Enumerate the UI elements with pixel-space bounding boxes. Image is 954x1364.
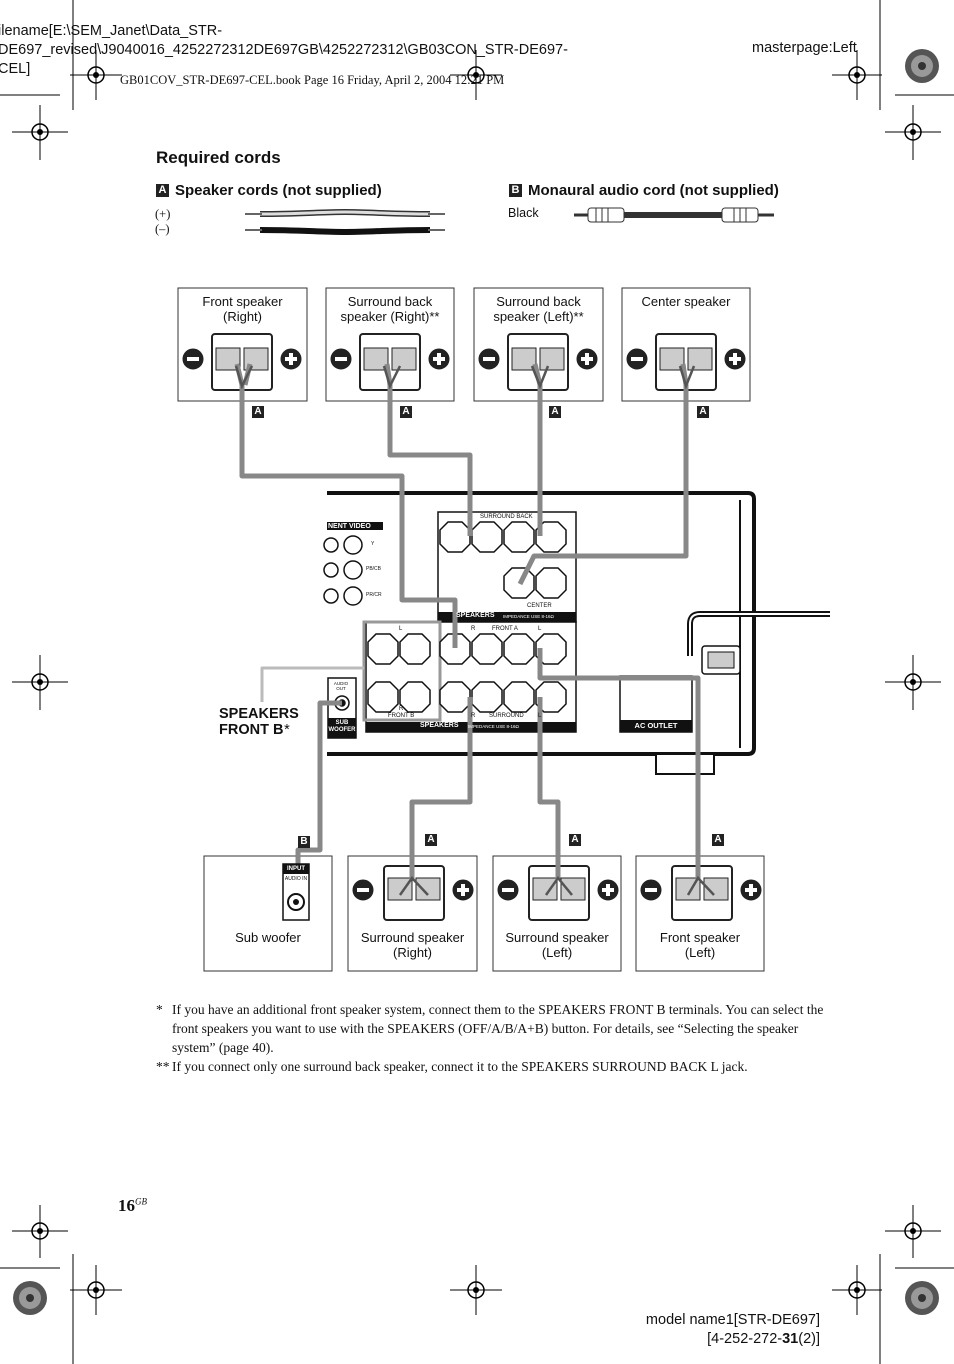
footnote-2: ** If you connect only one surround back… <box>156 1057 836 1077</box>
footnote-1-text: If you have an additional front speaker … <box>172 1002 824 1055</box>
cord-marker-letter: A <box>699 406 707 417</box>
wire-forks <box>234 365 715 896</box>
label-line: Surround speaker <box>360 930 465 945</box>
cord-marker-letter: A <box>427 834 435 845</box>
label-line: Front speaker <box>659 930 741 945</box>
header-masterpage: masterpage:Left <box>752 40 857 56</box>
speaker-box-sub-woofer <box>203 855 333 972</box>
impedance-label-bottom: IMPEDANCE USE 8-16Ω <box>468 724 519 729</box>
label-line: Surround speaker <box>505 930 609 945</box>
sub-woofer-input <box>282 863 310 921</box>
cord-marker-letter: A <box>714 834 722 845</box>
footnote-1-mark: * <box>156 1002 163 1017</box>
label-line: (Right) <box>392 945 432 960</box>
input-label: INPUT <box>287 866 305 872</box>
cord-marker-letter: A <box>551 406 559 417</box>
label-line: Surround back <box>347 294 433 309</box>
front-b-label: FRONT B <box>388 713 415 719</box>
label-line: (Left) <box>541 945 573 960</box>
label-line: Front speaker <box>202 294 283 309</box>
cord-a-label: Speaker cords (not supplied) <box>175 182 382 199</box>
model-line-2: [4-252-272-31(2)] <box>646 1330 820 1349</box>
speaker-label-front-left: Front speaker(Left) <box>636 930 764 960</box>
model-code-bold: 31 <box>782 1331 799 1347</box>
audio-in-label: AUDIO IN <box>284 876 308 882</box>
surround-back-label: SURROUND BACK <box>480 514 533 520</box>
speakers-label-bottom: SPEAKERS <box>420 722 459 729</box>
cord-a-heading: A Speaker cords (not supplied) <box>156 182 382 200</box>
center-label: CENTER <box>527 603 552 609</box>
section-title: Required cords <box>156 148 281 167</box>
surround-label: SURROUND <box>489 713 524 719</box>
model-line-1: model name1[STR-DE697] <box>645 1312 820 1328</box>
speaker-label-sub-woofer: Sub woofer <box>204 930 332 945</box>
label-line: (Right) <box>222 309 262 324</box>
component-video-label: NENT VIDEO <box>328 523 371 530</box>
model-code-post: (2)] <box>798 1331 820 1347</box>
speaker-terminals <box>182 333 762 921</box>
front-b-line-2: FRONT B* <box>219 722 290 738</box>
cord-a-minus: (–) <box>155 222 170 236</box>
ac-outlet-label: AC OUTLET <box>634 721 678 730</box>
front-a-l-label: L <box>538 626 542 632</box>
audio-out-label: AUDIO OUT <box>333 681 349 691</box>
front-a-r-label: R <box>471 626 476 632</box>
cord-a-plus: (+) <box>155 207 171 221</box>
page-number-value: 16 <box>118 1196 135 1215</box>
footnote-2-text: If you connect only one surround back sp… <box>172 1059 748 1074</box>
cord-markers <box>252 406 724 848</box>
cord-marker-letter: A <box>571 834 579 845</box>
surround-l-label: L <box>538 713 542 719</box>
speaker-label-center: Center speaker <box>622 294 750 309</box>
header-filename: ilename[E:\SEM_Janet\Data_STR- DE697_rev… <box>0 22 608 79</box>
cord-b-label: Monaural audio cord (not supplied) <box>528 182 779 199</box>
footnote-1: * If you have an additional front speake… <box>156 1000 836 1060</box>
front-b-r-label: R <box>399 706 404 712</box>
cord-a-letter: A <box>156 184 169 198</box>
filename-line-2: DE697_revised\J9040016_4252272312DE697GB… <box>0 42 568 58</box>
speaker-cord-illustration <box>245 208 445 236</box>
pbcb-label: PB/CB <box>366 566 382 572</box>
surround-r-label: R <box>471 713 476 719</box>
cord-marker-letter: A <box>254 406 262 417</box>
label-line: Sub woofer <box>235 930 301 945</box>
speaker-label-surround-left: Surround speaker(Left) <box>493 930 621 960</box>
page-number: 16GB <box>118 1196 147 1216</box>
label-line: Center speaker <box>641 294 731 309</box>
cord-marker-letter: B <box>300 836 308 847</box>
front-b-line-1: SPEAKERS <box>219 706 299 722</box>
sub-woofer-out-label: SUB WOOFER <box>328 720 356 733</box>
cord-b-letter: B <box>509 184 522 198</box>
filename-line-1: ilename[E:\SEM_Janet\Data_STR- <box>0 23 223 39</box>
label-line: speaker (Right)** <box>340 309 440 324</box>
filename-line-3: CEL] <box>0 61 31 77</box>
prcr-label: PR/CR <box>366 592 382 598</box>
label-line: speaker (Left)** <box>493 309 584 324</box>
impedance-label-top: IMPEDANCE USE 8-16Ω <box>503 614 554 619</box>
receiver-terminals <box>334 521 567 713</box>
y-label: Y <box>371 541 375 547</box>
cord-b-heading: B Monaural audio cord (not supplied) <box>509 182 779 200</box>
front-a-label: FRONT A <box>492 626 518 632</box>
cord-marker-letter: A <box>402 406 410 417</box>
model-code-pre: [4-252-272- <box>707 1331 783 1347</box>
page-number-suffix: GB <box>135 1196 147 1207</box>
audio-cord-illustration <box>574 207 774 223</box>
label-line: Surround back <box>496 294 581 309</box>
header-book-line: GB01COV_STR-DE697-CEL.book Page 16 Frida… <box>120 73 505 87</box>
front-b-l-label: L <box>399 626 403 632</box>
speaker-label-surround-right: Surround speaker(Right) <box>348 930 477 960</box>
footnote-2-mark: ** <box>156 1059 170 1074</box>
speakers-label-top: SPEAKERS <box>456 612 495 619</box>
label-line: (Left) <box>684 945 716 960</box>
speaker-label-front-right: Front speaker(Right) <box>178 294 307 324</box>
footer-model: model name1[STR-DE697] [4-252-272-31(2)] <box>646 1311 820 1349</box>
cord-b-black: Black <box>508 206 539 220</box>
